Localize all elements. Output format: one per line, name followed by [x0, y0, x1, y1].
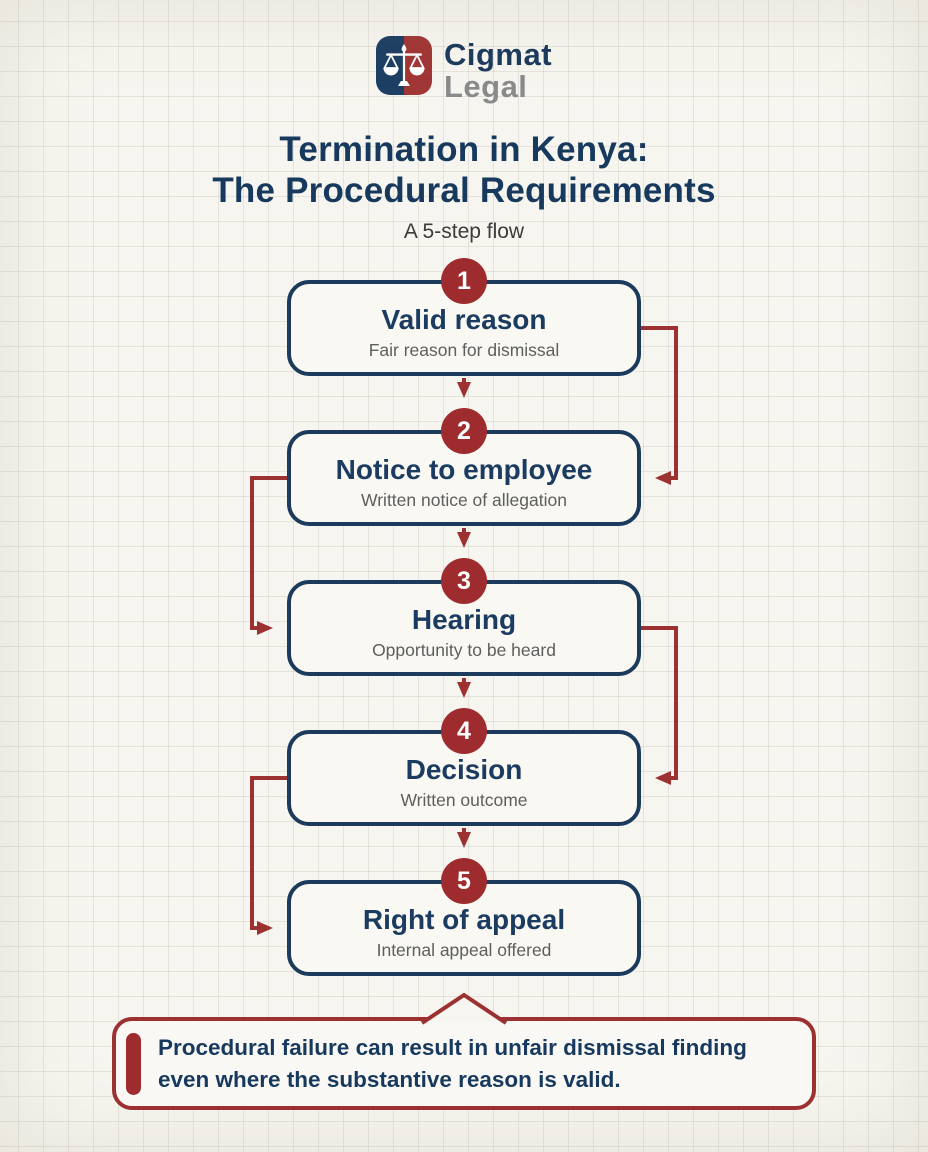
step-number-badge: 3: [441, 558, 487, 604]
step-number-badge: 5: [441, 858, 487, 904]
connector-step3-step4-right: [641, 626, 678, 785]
connector-step4-step5-left: [250, 776, 287, 935]
callout-line1: Procedural failure can result in unfair …: [158, 1035, 747, 1061]
step-title: Right of appeal: [362, 904, 566, 936]
brand-name: Cigmat Legal: [444, 36, 552, 102]
callout-line2: even where the substantive reason is val…: [158, 1066, 621, 1092]
step-number-badge: 2: [441, 408, 487, 454]
page-title-line1: Termination in Kenya:: [279, 130, 649, 169]
step-title: Valid reason: [381, 304, 547, 336]
callout-accent-bar: [126, 1032, 141, 1095]
step-description: Internal appeal offered: [376, 940, 552, 960]
page-subtitle: A 5-step flow: [403, 220, 525, 244]
page-title-line2: The Procedural Requirements: [212, 170, 716, 210]
step-description: Written outcome: [400, 790, 528, 810]
brand-name-top: Cigmat: [443, 37, 553, 72]
step-number-badge: 4: [441, 708, 487, 754]
step-description: Fair reason for dismissal: [368, 340, 560, 360]
step-title: Hearing: [411, 604, 517, 636]
brand-logo: Cigmat Legal: [0, 36, 928, 102]
connector-step2-step3-left: [250, 476, 287, 635]
step-number-badge: 1: [441, 258, 487, 304]
callout-note: Procedural failure can result in unfair …: [112, 1017, 816, 1110]
scales-of-justice-icon: [375, 36, 432, 95]
step-description: Written notice of allegation: [361, 490, 567, 510]
brand-name-bottom: Legal: [443, 69, 528, 104]
callout-text: Procedural failure can result in unfair …: [158, 1032, 763, 1094]
connector-step1-step2-right: [641, 326, 678, 485]
step-description: Opportunity to be heard: [372, 640, 556, 660]
title-block: Termination in Kenya: The Procedural Req…: [0, 130, 928, 244]
step-title: Notice to employee: [335, 454, 593, 486]
step-title: Decision: [405, 754, 523, 786]
